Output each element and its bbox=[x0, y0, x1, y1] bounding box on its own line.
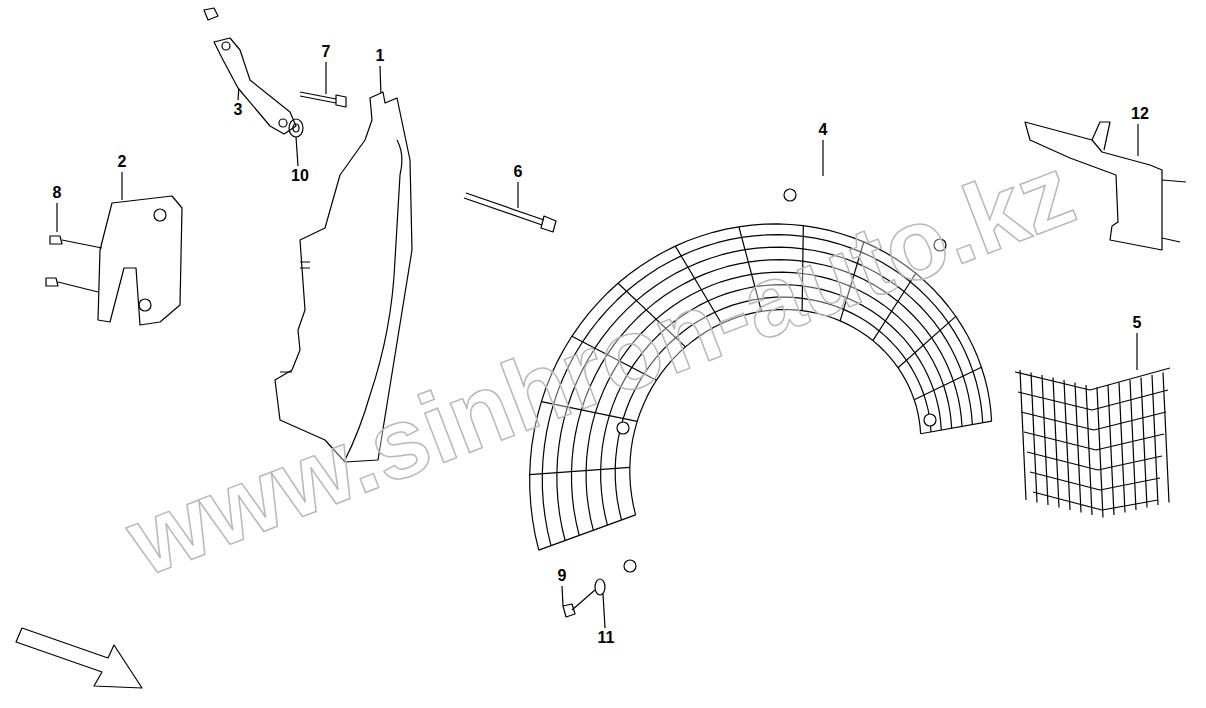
leader-lines bbox=[57, 62, 1138, 628]
callout-number: 5 bbox=[1133, 315, 1142, 331]
watermark: www.sinhron-auto.kz bbox=[114, 139, 1085, 591]
callout-number: 4 bbox=[819, 122, 828, 138]
bracket-part bbox=[98, 196, 182, 325]
callout-number: 3 bbox=[234, 102, 243, 118]
grille-wire bbox=[1064, 380, 1070, 510]
guard-rib bbox=[914, 367, 981, 400]
grille-part bbox=[1015, 368, 1170, 518]
grille-bar bbox=[1015, 368, 1170, 390]
mount-tab bbox=[924, 414, 936, 426]
callout-number: 8 bbox=[53, 185, 62, 201]
grille-bar bbox=[1021, 412, 1166, 430]
grille-wire bbox=[1097, 388, 1103, 518]
grille-wire bbox=[1020, 370, 1026, 500]
grille-wire bbox=[1141, 378, 1147, 508]
callout-number: 6 bbox=[514, 164, 523, 180]
guard-rib bbox=[530, 467, 630, 474]
grille-wire bbox=[1119, 383, 1125, 513]
grille-wire bbox=[1130, 380, 1136, 510]
guard-rib bbox=[898, 316, 956, 367]
guard-rib bbox=[539, 515, 636, 550]
mount-tab bbox=[624, 560, 636, 572]
grille-wire bbox=[1152, 375, 1158, 505]
callout-number: 12 bbox=[1131, 106, 1149, 122]
callout-number: 2 bbox=[118, 154, 127, 170]
grille-bar bbox=[1033, 492, 1158, 510]
grille-wire bbox=[1042, 375, 1048, 505]
callout-number: 10 bbox=[291, 168, 309, 184]
grille-wire bbox=[1053, 378, 1059, 508]
grille-wire bbox=[1108, 385, 1114, 515]
callout-number: 1 bbox=[376, 48, 385, 64]
callout-number: 11 bbox=[598, 630, 615, 646]
callout-number: 9 bbox=[558, 568, 567, 584]
grille-bar bbox=[1018, 390, 1168, 410]
callout-number: 7 bbox=[322, 44, 331, 60]
strap-part bbox=[214, 38, 296, 134]
grille-bar bbox=[1030, 472, 1160, 490]
direction-arrow bbox=[16, 628, 142, 688]
mount-tab bbox=[617, 422, 629, 434]
grille-wire bbox=[1163, 373, 1169, 503]
grille-wire bbox=[1086, 385, 1092, 515]
mount-tab bbox=[784, 189, 796, 201]
grille-bar bbox=[1027, 452, 1162, 470]
grille-wire bbox=[1075, 383, 1081, 513]
grille-wire bbox=[1031, 373, 1037, 503]
